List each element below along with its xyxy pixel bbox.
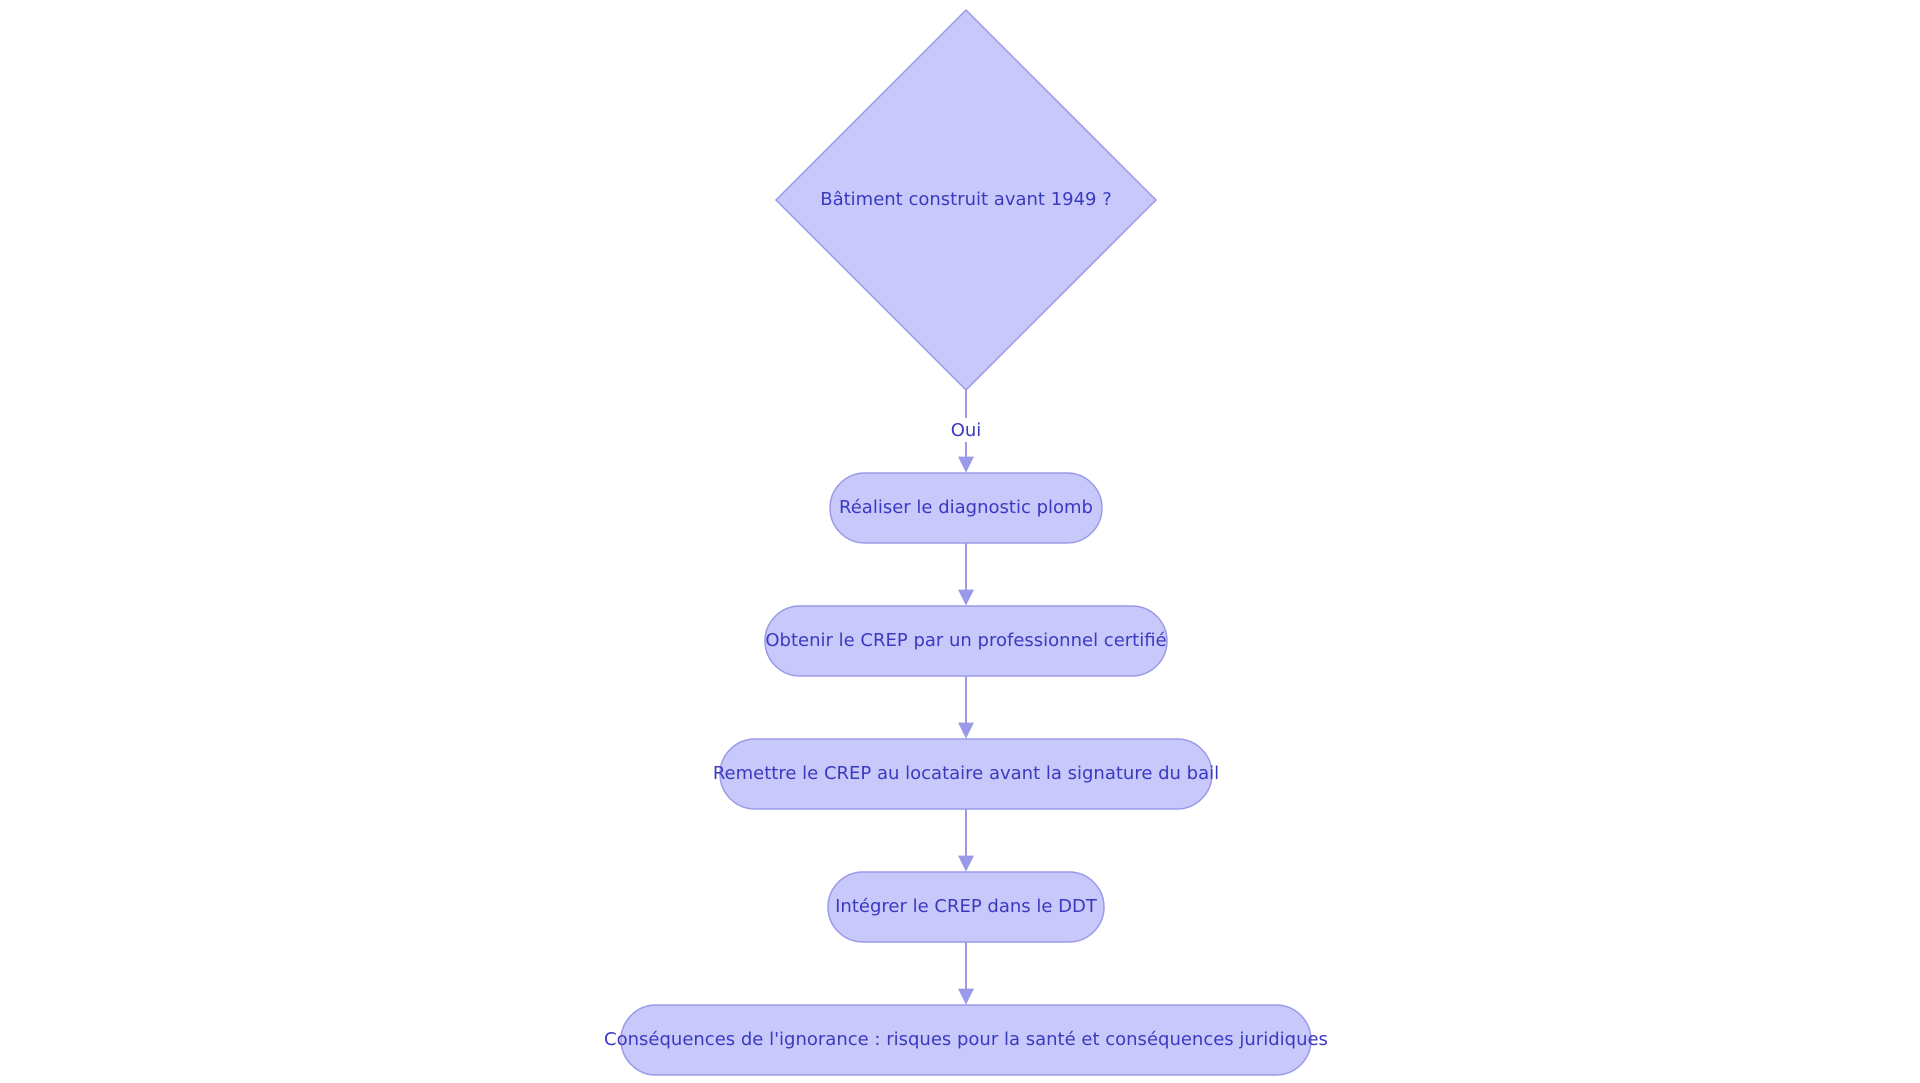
edge-decision-to-step-1: Oui — [951, 390, 982, 473]
step-node-4-label: Intégrer le CREP dans le DDT — [835, 896, 1098, 917]
edge-label-oui: Oui — [951, 420, 982, 441]
decision-label: Bâtiment construit avant 1949 ? — [820, 189, 1112, 210]
step-node-1-label: Réaliser le diagnostic plomb — [839, 497, 1093, 518]
step-node-5-label: Conséquences de l'ignorance : risques po… — [604, 1029, 1328, 1050]
decision-node: Bâtiment construit avant 1949 ? — [774, 8, 1158, 392]
step-node-5-shape — [620, 1004, 1312, 1076]
step-node-4: Intégrer le CREP dans le DDT — [827, 871, 1105, 943]
step-node-2-label: Obtenir le CREP par un professionnel cer… — [765, 630, 1166, 651]
step-node-3-label: Remettre le CREP au locataire avant la s… — [713, 763, 1219, 784]
step-node-3: Remettre le CREP au locataire avant la s… — [713, 738, 1219, 810]
step-node-1: Réaliser le diagnostic plomb — [829, 472, 1103, 544]
step-node-5: Conséquences de l'ignorance : risques po… — [604, 1004, 1328, 1076]
step-node-2: Obtenir le CREP par un professionnel cer… — [764, 605, 1168, 677]
